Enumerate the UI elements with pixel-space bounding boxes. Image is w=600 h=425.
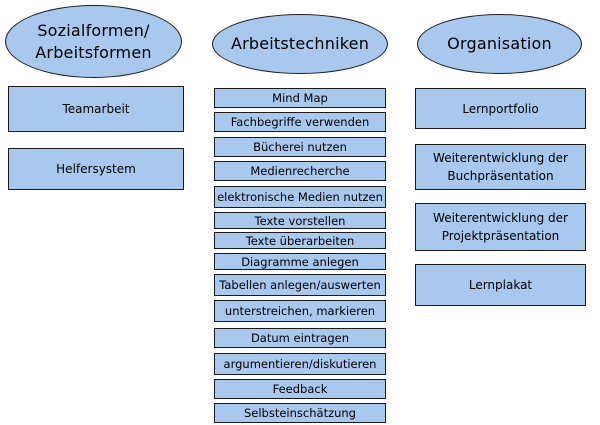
item-mind-map: Mind Map	[214, 88, 386, 108]
item-fachbegriffe: Fachbegriffe verwenden	[214, 112, 386, 132]
item-feedback: Feedback	[214, 379, 386, 399]
header-arbeitstechniken: Arbeitstechniken	[212, 14, 388, 74]
header-sozialformen: Sozialformen/ Arbeitsformen	[5, 5, 182, 78]
item-lernportfolio: Lernportfolio	[415, 88, 586, 129]
item-argumentieren: argumentieren/diskutieren	[214, 353, 386, 375]
item-buchpraesentation: Weiterentwicklung der Buchpräsentation	[415, 144, 586, 190]
item-selbsteinschaetzung: Selbsteinschätzung	[214, 403, 386, 423]
item-datum: Datum eintragen	[214, 328, 386, 348]
item-diagramme: Diagramme anlegen	[214, 253, 386, 270]
item-tabellen: Tabellen anlegen/auswerten	[214, 274, 386, 296]
item-texte-vorstellen: Texte vorstellen	[214, 212, 386, 229]
item-teamarbeit: Teamarbeit	[8, 86, 184, 132]
header-organisation: Organisation	[417, 14, 582, 74]
item-elektronische-medien: elektronische Medien nutzen	[214, 186, 386, 208]
item-projektpraesentation: Weiterentwicklung der Projektpräsentatio…	[415, 203, 586, 251]
item-texte-ueberarbeiten: Texte überarbeiten	[214, 232, 386, 249]
item-helfersystem: Helfersystem	[8, 148, 184, 190]
item-lernplakat: Lernplakat	[415, 264, 586, 306]
item-unterstreichen: unterstreichen, markieren	[214, 300, 386, 322]
item-buecherei: Bücherei nutzen	[214, 137, 386, 157]
item-medienrecherche: Medienrecherche	[214, 161, 386, 181]
